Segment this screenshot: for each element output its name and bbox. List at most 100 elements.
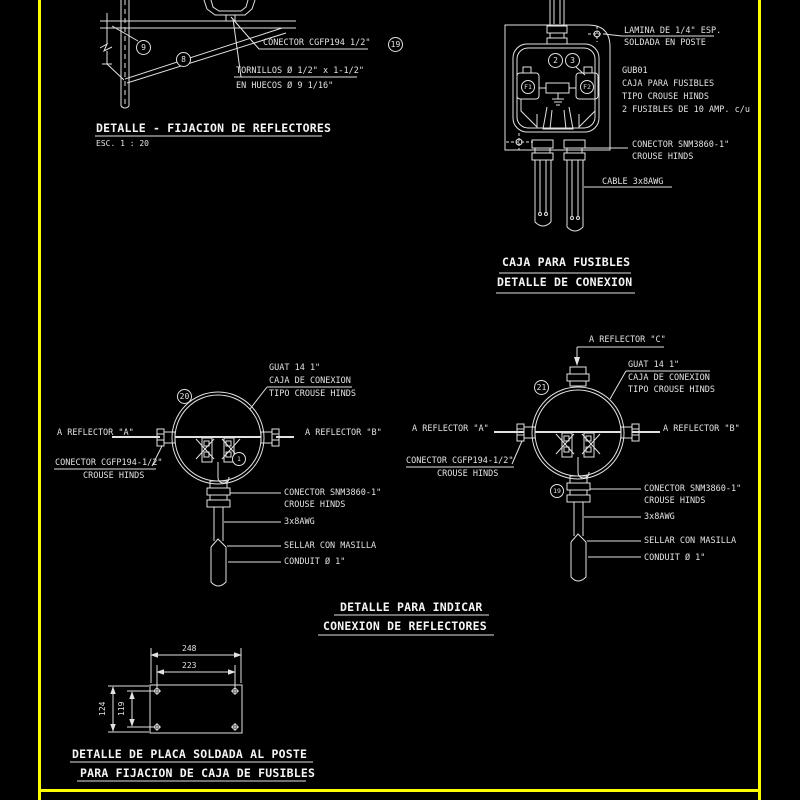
fuse-box-body (512, 43, 600, 133)
label-lamina-1: LAMINA DE 1/4" ESP. (624, 26, 722, 36)
callout-3: 3 (565, 53, 580, 68)
label-conector-snm-1: CONECTOR SNM3860-1" (632, 140, 730, 150)
leader-guat (249, 386, 268, 410)
label-cgfp-left-2: CROUSE HINDS (83, 471, 145, 481)
label-caja-fusibles: CAJA PARA FUSIBLES (622, 79, 715, 89)
callout-19: 19 (388, 37, 403, 52)
label-guat-left-3: TIPO CROUSE HINDS (269, 389, 356, 399)
label-guat-right-2: CAJA DE CONEXION (628, 373, 710, 383)
title-placa-1: DETALLE DE PLACA SOLDADA AL POSTE (72, 747, 308, 761)
label-tipo-crouse: TIPO CROUSE HINDS (622, 92, 709, 102)
label-gub01: GUB01 (622, 66, 648, 76)
label-snm-left-1: CONECTOR SNM3860-1" (284, 488, 382, 498)
bottom-connector (206, 487, 231, 496)
label-awg-right: 3x8AWG (644, 512, 675, 522)
terminal-right (223, 437, 235, 463)
port-top (569, 366, 587, 375)
label-tornillos: TORNILLOS Ø 1/2" x 1-1/2" (236, 66, 364, 76)
leader-cgfp (151, 445, 163, 467)
label-reflector-b-right: A REFLECTOR "B" (663, 424, 740, 434)
bottom-connector-right (563, 139, 586, 149)
title-conexion-2: CONEXION DE REFLECTORES (323, 619, 487, 633)
leader-tornillos (232, 18, 242, 78)
leader-conector (230, 16, 260, 50)
callout-21: 21 (534, 380, 549, 395)
condulet-right-linework (406, 346, 710, 582)
label-guat-left-1: GUAT 14 1" (269, 363, 321, 373)
leader-guat (609, 370, 627, 400)
label-cable-awg: CABLE 3x8AWG (602, 177, 664, 187)
label-cgfp-left-1: CONECTOR CGFP194-1/2" (55, 458, 163, 468)
fuse-f1: F1 (521, 80, 535, 94)
callout-19-right: 19 (550, 484, 564, 498)
condulet-body (531, 386, 625, 480)
label-masilla-left: SELLAR CON MASILLA (284, 541, 377, 551)
drip-loop (577, 457, 590, 479)
top-conduit-connector (546, 25, 568, 34)
mounting-plate (504, 24, 611, 151)
dim-124: 124 (98, 701, 107, 716)
terminal-left (201, 437, 213, 463)
plate-outline (149, 684, 243, 734)
break-symbol (99, 42, 113, 53)
title-conexion-1: DETALLE PARA INDICAR (340, 600, 483, 614)
label-reflector-a-right: A REFLECTOR "A" (412, 424, 489, 434)
sheet-frame (38, 0, 761, 800)
bottom-connector (566, 482, 591, 491)
label-conduit-right: CONDUIT Ø 1" (644, 553, 706, 563)
plate-holes (153, 687, 239, 731)
terminal-block (545, 82, 570, 94)
title-caja-fusibles-2: DETALLE DE CONEXION (497, 275, 633, 289)
fuse-f2: F2 (580, 80, 594, 94)
terminal-right (583, 432, 595, 458)
label-masilla-right: SELLAR CON MASILLA (644, 536, 737, 546)
label-guat-right-3: TIPO CROUSE HINDS (628, 385, 715, 395)
label-guat-right-1: GUAT 14 1" (628, 360, 680, 370)
conduit-body (210, 547, 227, 587)
label-snm-right-1: CONECTOR SNM3860-1" (644, 484, 742, 494)
label-reflector-a-left: A REFLECTOR "A" (57, 428, 134, 438)
dim-248: 248 (182, 644, 197, 653)
detail-caja-linework (496, 0, 714, 294)
bottom-connector-left (531, 139, 554, 149)
label-reflector-c: A REFLECTOR "C" (589, 335, 666, 345)
callout-2: 2 (548, 53, 563, 68)
callout-1-inner: 1 (232, 452, 246, 466)
label-snm-right-2: CROUSE HINDS (644, 496, 706, 506)
leader-lamina (603, 33, 623, 37)
title-detalle-fijacion: DETALLE - FIJACION DE REFLECTORES (96, 121, 332, 135)
label-conector-snm-2: CROUSE HINDS (632, 152, 694, 162)
drip-loop (217, 462, 230, 484)
label-awg-left: 3x8AWG (284, 517, 315, 527)
label-conduit-left: CONDUIT Ø 1" (284, 557, 346, 567)
callout-8: 8 (176, 52, 191, 67)
label-snm-left-2: CROUSE HINDS (284, 500, 346, 510)
masilla-seal (570, 533, 587, 543)
callout-9: 9 (136, 40, 151, 55)
callout-20: 20 (177, 389, 192, 404)
dim-223: 223 (182, 661, 197, 670)
title-placa-2: PARA FIJACION DE CAJA DE FUSIBLES (80, 766, 316, 780)
leader-callout-9 (111, 25, 139, 42)
detail-fijacion-linework (95, 0, 368, 137)
label-conector-cgfp194: CONECTOR CGFP194 1/2" (263, 38, 371, 48)
condulet-left-linework (54, 386, 352, 587)
conduit-body (570, 542, 587, 582)
title-caja-fusibles-1: CAJA PARA FUSIBLES (502, 255, 631, 269)
label-escala: ESC. 1 : 20 (96, 139, 149, 148)
leader-callout-3 (575, 66, 586, 76)
condulet-body (171, 391, 265, 485)
masilla-seal (210, 538, 227, 548)
label-tornillos-huecos: EN HUECOS Ø 9 1/16" (236, 81, 334, 91)
label-cgfp-right-1: CONECTOR CGFP194-1/2" (406, 456, 514, 466)
conexion-title-underlines (318, 614, 494, 636)
label-reflector-b-left: A REFLECTOR "B" (305, 428, 382, 438)
label-fusibles-amp: 2 FUSIBLES DE 10 AMP. c/u (622, 105, 750, 115)
terminal-left (561, 432, 573, 458)
label-lamina-2: SOLDADA EN POSTE (624, 38, 706, 48)
leader-cgfp (511, 440, 523, 465)
brace (124, 27, 283, 80)
detail-placa-linework (70, 648, 313, 782)
